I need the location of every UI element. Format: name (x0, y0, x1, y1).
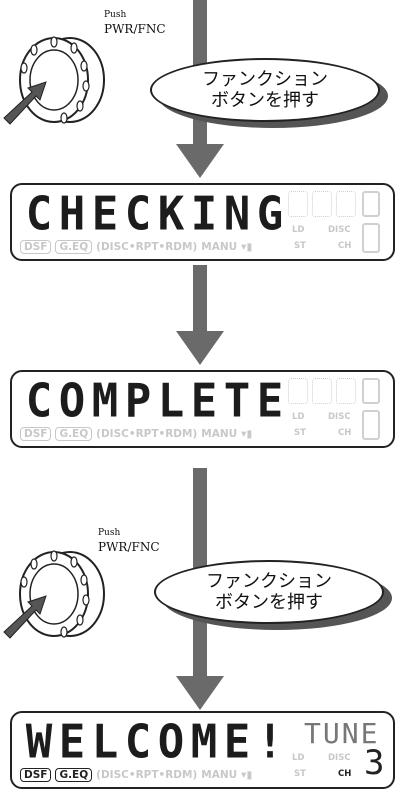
lcd-tune-text: TUNE (304, 717, 380, 750)
lcd-char: E (255, 374, 285, 429)
lcd-char: L (156, 374, 186, 429)
geq-tag: G.EQ (55, 240, 93, 254)
lcd-dot-cells (288, 191, 356, 217)
geq-tag: G.EQ (55, 768, 93, 782)
lcd-digit-off (362, 191, 380, 217)
lcd-digit-off (362, 410, 380, 440)
lcd-digit-off (362, 223, 380, 253)
lcd-char: W (24, 715, 54, 770)
lcd-ld-label: LD (292, 753, 305, 763)
lcd-char: T (222, 374, 252, 429)
flow-bar-2 (193, 265, 207, 333)
lcd-ch-label: CH (338, 769, 352, 779)
lcd-char: C (123, 187, 153, 242)
signal-icon: ▾▮ (241, 241, 253, 253)
lcd-st-label: ST (294, 241, 306, 251)
lcd-char: C (24, 374, 54, 429)
arrow-down-1 (176, 144, 224, 178)
speech-bubble: ファンクション ボタンを押す (150, 58, 380, 122)
mode-label: (DISC•RPT•RDM) (96, 241, 198, 253)
push-label-small: Push (104, 10, 127, 20)
lcd-char: C (24, 187, 54, 242)
push-label-big: PWR/FNC (104, 22, 166, 36)
lcd-char: H (57, 187, 87, 242)
speech-bubble: ファンクション ボタンを押す (154, 560, 384, 624)
lcd-char: E (222, 715, 252, 770)
lcd-char: E (90, 187, 120, 242)
lcd-char: C (123, 715, 153, 770)
mode-label: (DISC•RPT•RDM) (96, 428, 198, 440)
lcd-st-label: ST (294, 428, 306, 438)
lcd-ld-label: LD (292, 225, 305, 235)
manu-label: MANU (201, 428, 238, 440)
manu-label: MANU (201, 769, 238, 781)
manu-label: MANU (201, 241, 238, 253)
lcd-disc-label: DISC (328, 412, 351, 422)
push-label-small: Push (98, 528, 121, 538)
bubble-line-2: ボタンを押す (211, 90, 319, 111)
dsf-tag: DSF (20, 240, 52, 254)
lcd-ch-label: CH (338, 241, 352, 251)
lcd-dot-cells (288, 378, 356, 404)
lcd-char: O (156, 715, 186, 770)
arrow-down-3 (176, 676, 224, 710)
dsf-tag: DSF (20, 768, 52, 782)
lcd-st-label: ST (294, 769, 306, 779)
power-knob-icon (3, 550, 105, 639)
signal-icon: ▾▮ (241, 428, 253, 440)
lcd-char: P (123, 374, 153, 429)
lcd-char: O (57, 374, 87, 429)
lcd-ld-label: LD (292, 412, 305, 422)
lcd-disc-label: DISC (328, 225, 351, 235)
lcd-char: N (222, 187, 252, 242)
push-label-big: PWR/FNC (98, 540, 160, 554)
lcd-char: K (156, 187, 186, 242)
lcd-char: L (90, 715, 120, 770)
lcd-char: M (90, 374, 120, 429)
power-knob-icon (3, 36, 105, 125)
dsf-tag: DSF (20, 427, 52, 441)
lcd-char: E (189, 374, 219, 429)
lcd-char: I (189, 187, 219, 242)
lcd-channel-digit: 3 (364, 743, 385, 783)
lcd-char: G (255, 187, 285, 242)
signal-icon: ▾▮ (241, 769, 253, 781)
arrow-down-2 (176, 331, 224, 365)
lcd-char: M (189, 715, 219, 770)
bubble-line-2: ボタンを押す (215, 592, 323, 613)
mode-label: (DISC•RPT•RDM) (96, 769, 198, 781)
bubble-line-1: ファンクション (206, 571, 332, 592)
lcd-char: E (57, 715, 87, 770)
bubble-line-1: ファンクション (202, 69, 328, 90)
lcd-char: ! (255, 715, 285, 770)
lcd-disc-label: DISC (328, 753, 351, 763)
lcd-digit-off (362, 378, 380, 404)
lcd-ch-label: CH (338, 428, 352, 438)
geq-tag: G.EQ (55, 427, 93, 441)
